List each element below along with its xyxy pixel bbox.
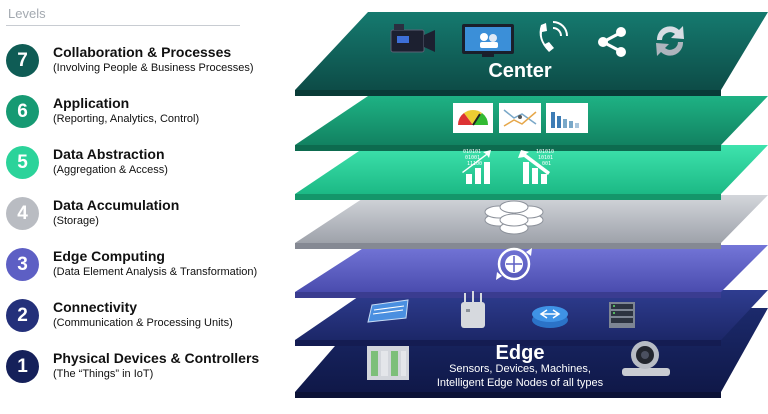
level-1-badge: 1 xyxy=(6,350,39,383)
data-glyph-right-3: 001 xyxy=(542,161,551,167)
data-chart-up-icon: 010101 01001 11100 xyxy=(462,149,491,184)
share-icon xyxy=(598,27,626,57)
level-6-title: Application xyxy=(53,95,130,111)
level-2-title: Connectivity xyxy=(53,299,138,315)
center-label: Center xyxy=(488,60,552,82)
flow-chart-icon xyxy=(499,103,541,133)
level-2-subtitle: (Communication & Processing Units) xyxy=(53,317,233,329)
level-3-subtitle: (Data Element Analysis & Transformation) xyxy=(53,266,258,278)
level-4: 4 Data Accumulation (Storage) xyxy=(4,195,304,235)
level-2: 2 Connectivity (Communication & Processi… xyxy=(4,297,304,337)
level-6-badge: 6 xyxy=(6,95,39,128)
layer-3-edge-computing xyxy=(295,245,768,298)
level-7-title: Collaboration & Processes xyxy=(53,44,232,60)
database-icon xyxy=(484,200,544,235)
server-icon xyxy=(609,302,635,328)
level-7-subtitle: (Involving People & Business Processes) xyxy=(53,62,254,74)
level-1-subtitle: (The “Things” in IoT) xyxy=(53,368,154,380)
level-1: 1 Physical Devices & Controllers (The “T… xyxy=(4,348,304,388)
video-camera-icon xyxy=(390,24,435,53)
level-7-badge: 7 xyxy=(6,44,39,77)
bar-chart-icon xyxy=(546,103,588,133)
level-5-badge: 5 xyxy=(6,146,39,179)
monitor-icon xyxy=(462,24,514,57)
level-1-title: Physical Devices & Controllers xyxy=(53,350,260,366)
edge-description-line-2: Intelligent Edge Nodes of all types xyxy=(436,377,604,389)
access-point-icon xyxy=(461,291,485,328)
switch-icon xyxy=(367,299,409,323)
layer-2-connectivity xyxy=(295,290,768,346)
level-7: 7 Collaboration & Processes (Involving P… xyxy=(4,42,304,82)
router-icon xyxy=(532,306,568,328)
controller-panel-icon xyxy=(367,346,409,380)
level-4-subtitle: (Storage) xyxy=(53,215,99,227)
globe-refresh-icon xyxy=(496,247,532,281)
level-3-title: Edge Computing xyxy=(53,248,165,264)
edge-label: Edge xyxy=(495,342,545,364)
edge-description-line-1: Sensors, Devices, Machines, xyxy=(449,363,591,375)
level-5-title: Data Abstraction xyxy=(53,146,165,162)
level-6-subtitle: (Reporting, Analytics, Control) xyxy=(53,113,200,125)
layer-5-data-abstraction xyxy=(295,145,768,200)
data-glyph-left-1: 010101 xyxy=(463,149,481,155)
data-glyph-left-2: 01001 xyxy=(465,155,480,161)
level-3-badge: 3 xyxy=(6,248,39,281)
level-5: 5 Data Abstraction (Aggregation & Access… xyxy=(4,144,304,184)
level-5-subtitle: (Aggregation & Access) xyxy=(53,164,168,176)
level-2-badge: 2 xyxy=(6,299,39,332)
level-6: 6 Application (Reporting, Analytics, Con… xyxy=(4,93,304,133)
level-4-badge: 4 xyxy=(6,197,39,230)
data-glyph-right-1: 101010 xyxy=(536,149,554,155)
sync-icon xyxy=(656,26,684,56)
camera-icon xyxy=(622,341,670,376)
level-4-title: Data Accumulation xyxy=(53,197,180,213)
level-3: 3 Edge Computing (Data Element Analysis … xyxy=(4,246,304,286)
levels-heading: Levels xyxy=(8,6,46,21)
phone-icon xyxy=(539,21,568,52)
data-glyph-right-2: 10101 xyxy=(538,155,553,161)
gauge-chart-icon xyxy=(453,103,493,133)
data-chart-down-icon: 101010 10101 001 xyxy=(518,149,554,184)
layer-7-collaboration xyxy=(295,12,768,96)
levels-divider xyxy=(6,25,240,26)
